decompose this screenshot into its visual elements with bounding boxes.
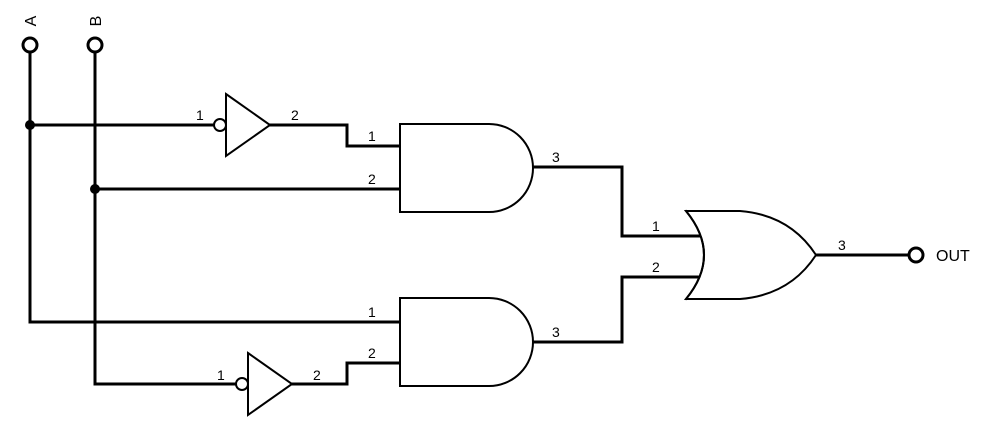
not-gate-bottom[interactable]: 1 2 [217, 351, 321, 417]
or-gate-body[interactable] [683, 210, 818, 300]
terminal-input-b[interactable]: B [86, 16, 105, 54]
junction-a [25, 120, 35, 130]
and-gate-top-body[interactable] [399, 123, 534, 213]
wire-not-top-to-and-top [268, 123, 402, 148]
and-top-pin-in2: 2 [368, 171, 376, 187]
or-pin-out: 3 [838, 237, 846, 253]
not-bottom-pin-out: 2 [313, 367, 321, 383]
not-gate-top-body[interactable] [225, 92, 272, 158]
not-gate-top[interactable]: 1 2 [196, 92, 299, 158]
and-gate-bottom-body[interactable] [399, 297, 534, 387]
terminal-out-label: OUT [936, 248, 970, 265]
junction-b [90, 184, 100, 194]
wire-not-bottom-to-and-bottom [290, 361, 402, 386]
not-top-pin-out: 2 [291, 107, 299, 123]
terminal-a-circle[interactable] [21, 36, 39, 54]
not-bottom-pin-in: 1 [217, 367, 225, 383]
and-top-pin-in1: 1 [368, 128, 376, 144]
not-gate-top-bubble [213, 118, 227, 132]
or-gate[interactable]: 1 2 3 [652, 209, 846, 301]
terminal-out-circle[interactable] [907, 246, 925, 264]
or-pin-in1: 1 [652, 218, 660, 234]
terminal-b-circle[interactable] [86, 36, 104, 54]
terminal-b-label: B [88, 16, 105, 27]
wires [28, 51, 910, 386]
not-gate-bottom-bubble [235, 377, 249, 391]
wire-and-top-to-or [531, 165, 702, 238]
and-gate-bottom[interactable]: 1 2 3 [368, 297, 560, 387]
terminal-input-a[interactable]: A [21, 15, 40, 54]
and-bottom-pin-out: 3 [552, 324, 560, 340]
and-top-pin-out: 3 [552, 149, 560, 165]
or-pin-in2: 2 [652, 259, 660, 275]
terminal-a-label: A [23, 15, 40, 26]
wire-and-bottom-to-or [531, 275, 702, 344]
terminal-output[interactable]: OUT [907, 246, 970, 265]
and-bottom-pin-in1: 1 [368, 304, 376, 320]
and-gate-top[interactable]: 1 2 3 [368, 123, 560, 213]
and-bottom-pin-in2: 2 [368, 345, 376, 361]
not-top-pin-in: 1 [196, 107, 204, 123]
not-gate-bottom-body[interactable] [247, 351, 294, 417]
or-gate-back-curve [684, 209, 705, 301]
